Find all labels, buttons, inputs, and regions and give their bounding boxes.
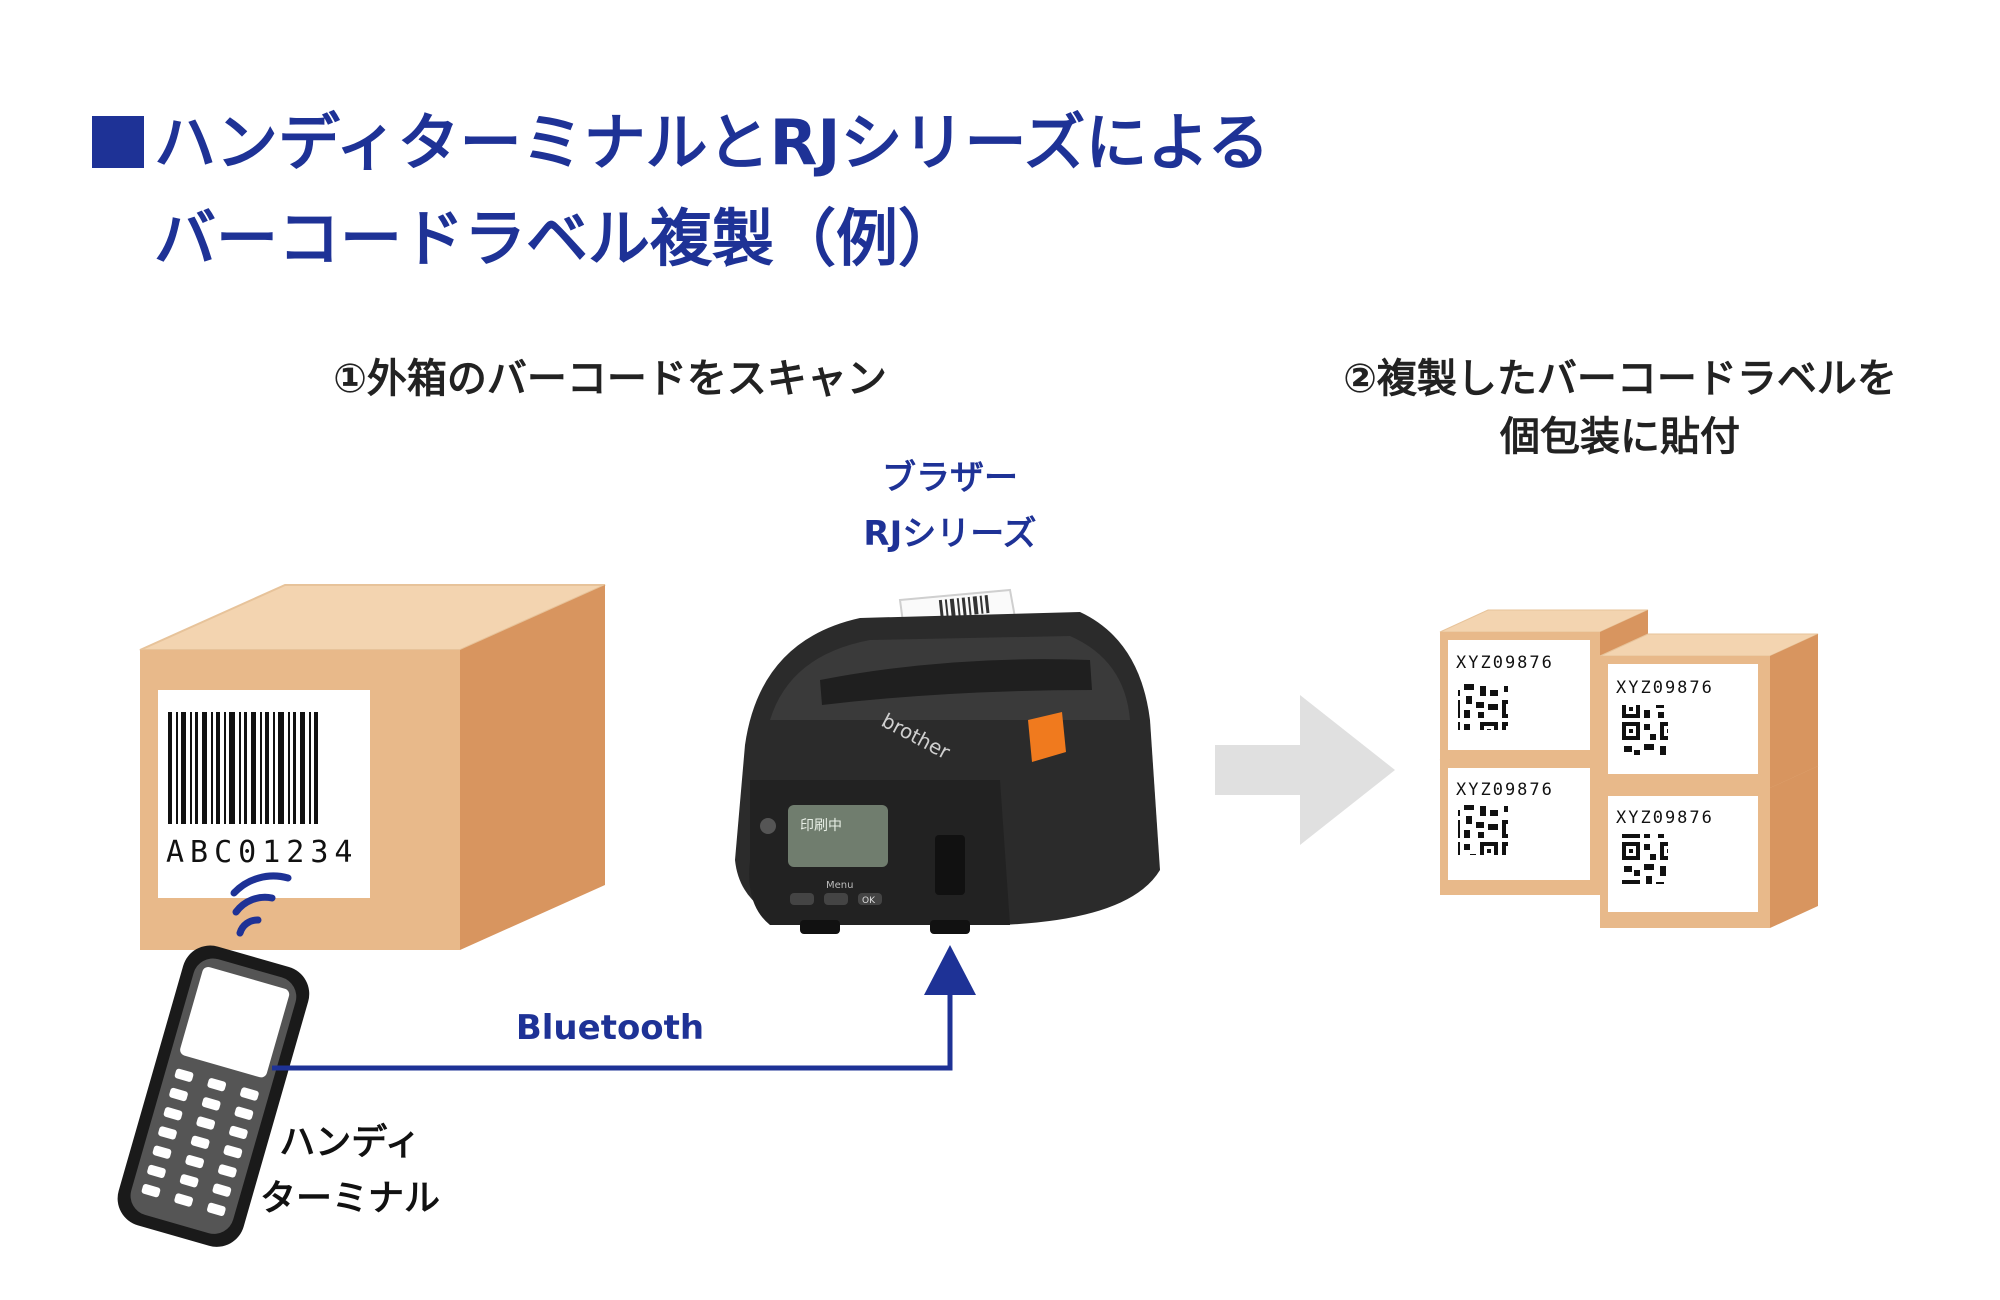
printer-back-button [790,893,814,905]
printer-lcd-screen [788,805,888,867]
mobile-printer: 印刷中 Menu OK brother [735,588,1160,934]
package-stack: XYZ09876 XYZ09876 XYZ09876 XYZ09 [1439,609,1819,928]
title-line-2: バーコードラベル複製（例） [154,202,961,275]
qr-code-icon [1458,680,1508,730]
printer-label: ブラザー RJシリーズ [820,450,1080,562]
outer-carton-box: ABC01234 [139,584,606,950]
qr-code-icon [1618,705,1668,755]
carton-barcode-label [158,690,370,898]
printer-ok-text: OK [862,896,876,906]
bluetooth-connection-line [272,985,953,1071]
step-2-line-1: ②複製したバーコードラベルを [1343,356,1897,402]
diagram-title: ハンディターミナルとRJシリーズによる バーコードラベル複製（例） [92,95,1270,287]
package-label-text: XYZ09876 [1456,653,1554,673]
connection-arrowhead-icon [924,945,976,995]
printer-label-line-2: RJシリーズ [863,514,1037,554]
handy-terminal-label-line-1: ハンディ [279,1122,421,1163]
printer-menu-text: Menu [826,880,853,891]
step-2-label: ②複製したバーコードラベルを 個包装に貼付 [1310,350,1930,466]
flow-arrow-icon [1215,695,1395,845]
qr-code-icon [1458,805,1508,855]
package-box-bottom-right: XYZ09876 [1599,765,1819,928]
handy-terminal [117,945,310,1247]
printer-menu-button [824,893,848,905]
bluetooth-label: Bluetooth [515,1008,705,1048]
printer-label-line-1: ブラザー [882,458,1018,498]
package-label-text: XYZ09876 [1456,780,1554,800]
package-label-text: XYZ09876 [1616,808,1714,828]
printer-release-button [1028,712,1066,762]
printer-output-barcode [938,595,990,619]
carton-barcode [168,712,318,824]
title-line-1: ハンディターミナルとRJシリーズによる [154,106,1270,179]
qr-code-icon [1618,834,1668,884]
title-square-icon [92,116,144,168]
step-1-label: ①外箱のバーコードをスキャン [333,356,887,402]
carton-barcode-text: ABC01234 [166,835,359,870]
handy-terminal-screen [180,966,290,1078]
handy-terminal-label-line-2: ターミナル [259,1178,440,1219]
package-box-top-right: XYZ09876 [1599,633,1819,788]
printer-lcd-text: 印刷中 [800,818,842,834]
package-label-text: XYZ09876 [1616,678,1714,698]
handy-terminal-label: ハンディ ターミナル [250,1115,450,1227]
printer-ok-button [858,893,882,905]
handy-terminal-keypad [141,1068,259,1216]
wireless-signal-icon [230,872,292,937]
printer-power-button [760,818,776,834]
step-2-line-2: 個包装に貼付 [1500,414,1740,460]
